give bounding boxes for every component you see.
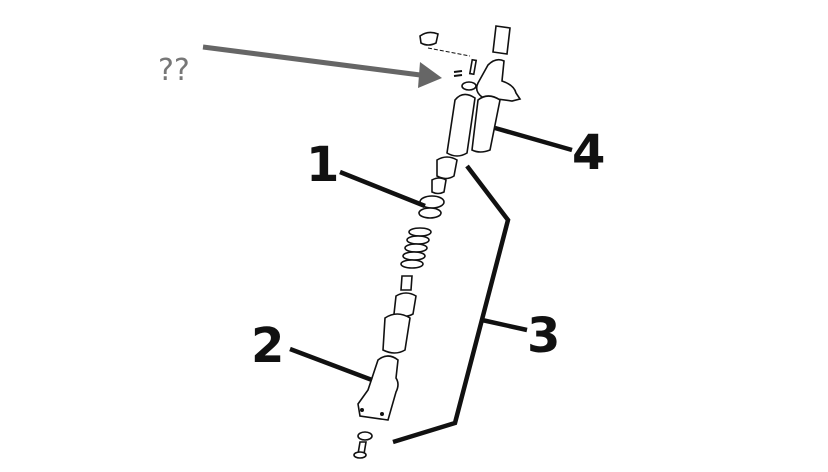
cylinder-left-part — [446, 93, 476, 157]
spring-part — [400, 227, 432, 269]
callout-2: 2 — [251, 318, 284, 374]
leader-line-1 — [339, 169, 426, 209]
annotation-arrow — [202, 44, 442, 88]
callout-1: 1 — [306, 137, 339, 193]
tube-top-part — [492, 25, 511, 55]
piston-part — [382, 313, 411, 354]
bracket-part — [475, 58, 522, 102]
callout-3: 3 — [527, 308, 560, 364]
sleeve-part — [393, 292, 417, 318]
screw-part — [468, 58, 478, 76]
bracket-line-3 — [392, 164, 511, 445]
leader-line-4 — [494, 125, 573, 153]
question-annotation: ?? — [158, 53, 190, 88]
leader-line-3 — [481, 317, 528, 333]
parts-drawing — [353, 25, 522, 459]
pin-part — [400, 275, 413, 291]
leader-line-2 — [289, 346, 373, 383]
cap-part — [419, 31, 439, 46]
bushing-part — [436, 156, 458, 180]
cylinder-right-part — [471, 95, 501, 153]
lower-housing-part — [357, 355, 399, 421]
callout-4: 4 — [572, 125, 605, 181]
